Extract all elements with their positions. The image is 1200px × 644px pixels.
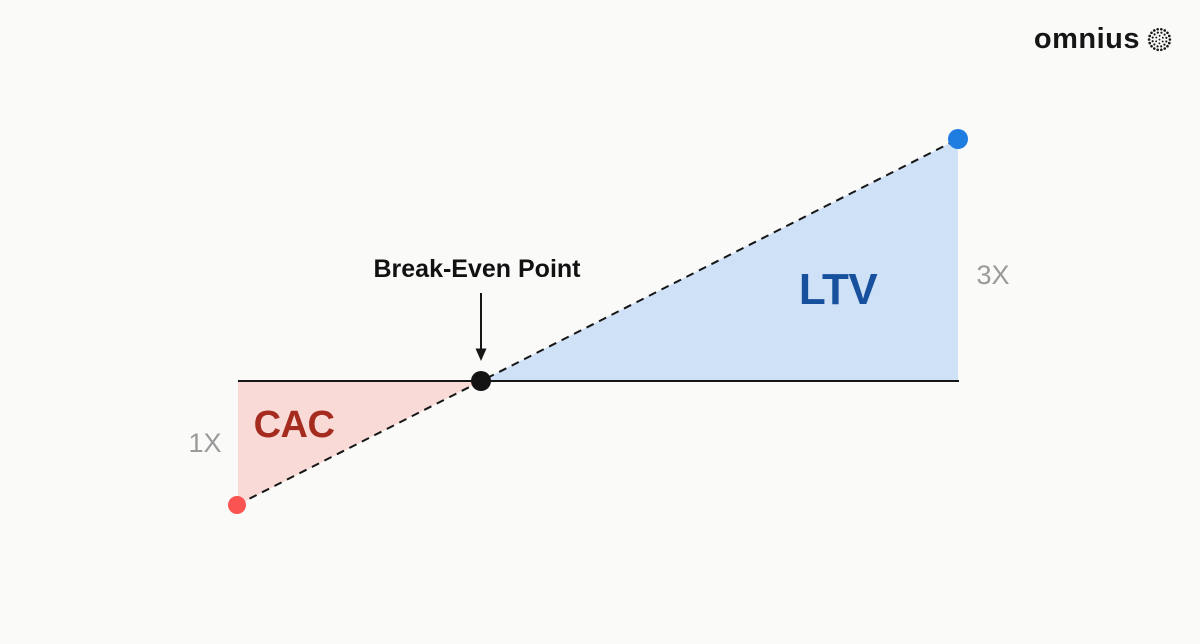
ltv-endpoint-marker [948,129,968,149]
cac-endpoint-marker [228,496,246,514]
cac-region [238,381,481,505]
cac-label: CAC [254,404,335,446]
logo-wordmark: omnius [1033,23,1140,55]
break-even-marker [471,371,491,391]
break-even-label: Break-Even Point [373,255,581,283]
ltv-multiplier-label: 3X [976,260,1009,290]
dotted-sphere-icon [1147,27,1172,52]
trend-dashed-line [236,138,959,506]
cac-multiplier-label: 1X [188,428,221,458]
break-even-arrowhead-icon [475,348,487,361]
ltv-label: LTV [799,265,878,314]
logo: omnius [1034,25,1172,54]
